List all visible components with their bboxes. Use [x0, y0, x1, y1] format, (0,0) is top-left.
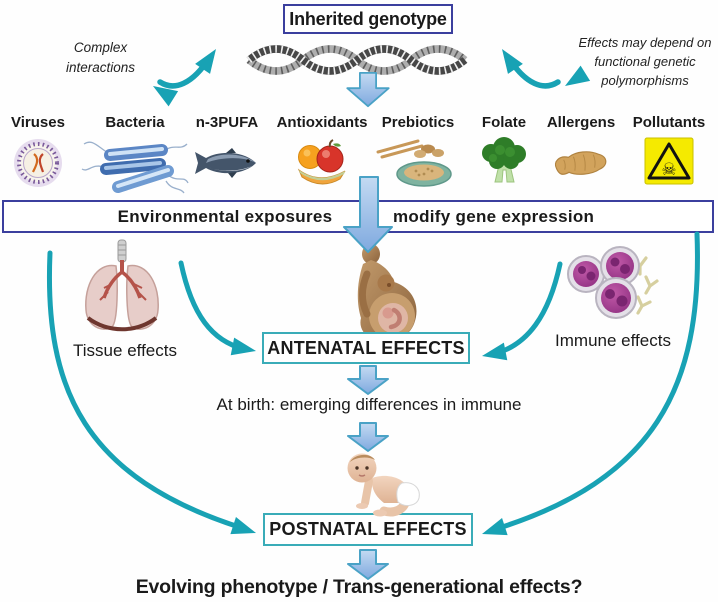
hazard-icon: ☠ [644, 137, 694, 185]
exposure-bacteria: Bacteria [80, 114, 190, 197]
exposure-viruses: Viruses [6, 114, 70, 189]
exposure-n3pufa: n-3PUFA [188, 114, 266, 181]
bacteria-icon [81, 141, 189, 194]
down-arrow-genotype [346, 72, 390, 108]
left-bypass-arrow [46, 250, 256, 535]
exposure-label: Pollutants [632, 114, 706, 131]
virus-icon [14, 139, 62, 187]
baby-image [347, 453, 420, 517]
fruits-icon [297, 139, 346, 185]
polymorphisms-note: Effects may depend on functional genetic… [578, 35, 712, 88]
inherited-genotype-box: Inherited genotype [283, 4, 453, 34]
exposure-label: Allergens [546, 114, 616, 131]
down-arrow-postnatal [347, 549, 389, 580]
fish-icon [195, 148, 256, 178]
postnatal-effects-box: POSTNATAL EFFECTS [263, 513, 473, 546]
at-birth-text: At birth: emerging differences in immune [216, 395, 522, 414]
exposure-label: Bacteria [105, 114, 165, 131]
immune-to-antenatal-arrow [482, 261, 563, 361]
pregnant-woman-image [357, 244, 417, 343]
exposure-label: Antioxidants [276, 114, 368, 131]
polymorphism-arrow [502, 49, 591, 89]
dna-helix-icon [246, 45, 468, 75]
immune-cells-icon [567, 246, 659, 319]
right-bypass-arrow [482, 231, 700, 536]
lungs-icon [85, 239, 159, 332]
peanut-icon [554, 151, 607, 175]
exposure-antioxidants: Antioxidants [276, 114, 368, 186]
exposure-label: Prebiotics [381, 114, 455, 131]
banner-left-text: Environmental exposures [117, 207, 333, 226]
exposure-label: Folate [481, 114, 527, 131]
postnatal-effects-label: POSTNATAL EFFECTS [269, 519, 467, 539]
exposure-label: n-3PUFA [195, 114, 259, 131]
banner-right-text: modify gene expression [393, 207, 595, 226]
svg-text:☠: ☠ [661, 160, 676, 180]
exposure-allergens: Allergens [542, 114, 620, 177]
tissue-to-antenatal-arrow [178, 260, 256, 356]
immune-effects-label: Immune effects [555, 331, 671, 350]
grain-bowl-icon [376, 139, 452, 187]
tissue-effects-label: Tissue effects [73, 341, 177, 360]
exposure-label: Viruses [11, 114, 65, 131]
complex-interactions-note: Complex interactions [65, 40, 136, 75]
down-arrow-antenatal [347, 365, 389, 395]
broccoli-icon [482, 137, 526, 183]
antenatal-effects-label: ANTENATAL EFFECTS [267, 337, 465, 358]
down-arrow-through-banner [343, 176, 393, 253]
conclusion-text: Evolving phenotype / Trans-generational … [135, 576, 583, 598]
exposure-prebiotics: Prebiotics [370, 114, 466, 190]
exposure-pollutants: Pollutants ☠ [630, 114, 708, 185]
exposure-folate: Folate [466, 114, 542, 186]
down-arrow-at-birth [347, 422, 389, 452]
antenatal-effects-box: ANTENATAL EFFECTS [262, 332, 470, 364]
inherited-genotype-label: Inherited genotype [289, 8, 447, 29]
complex-interactions-arrow [153, 49, 216, 107]
